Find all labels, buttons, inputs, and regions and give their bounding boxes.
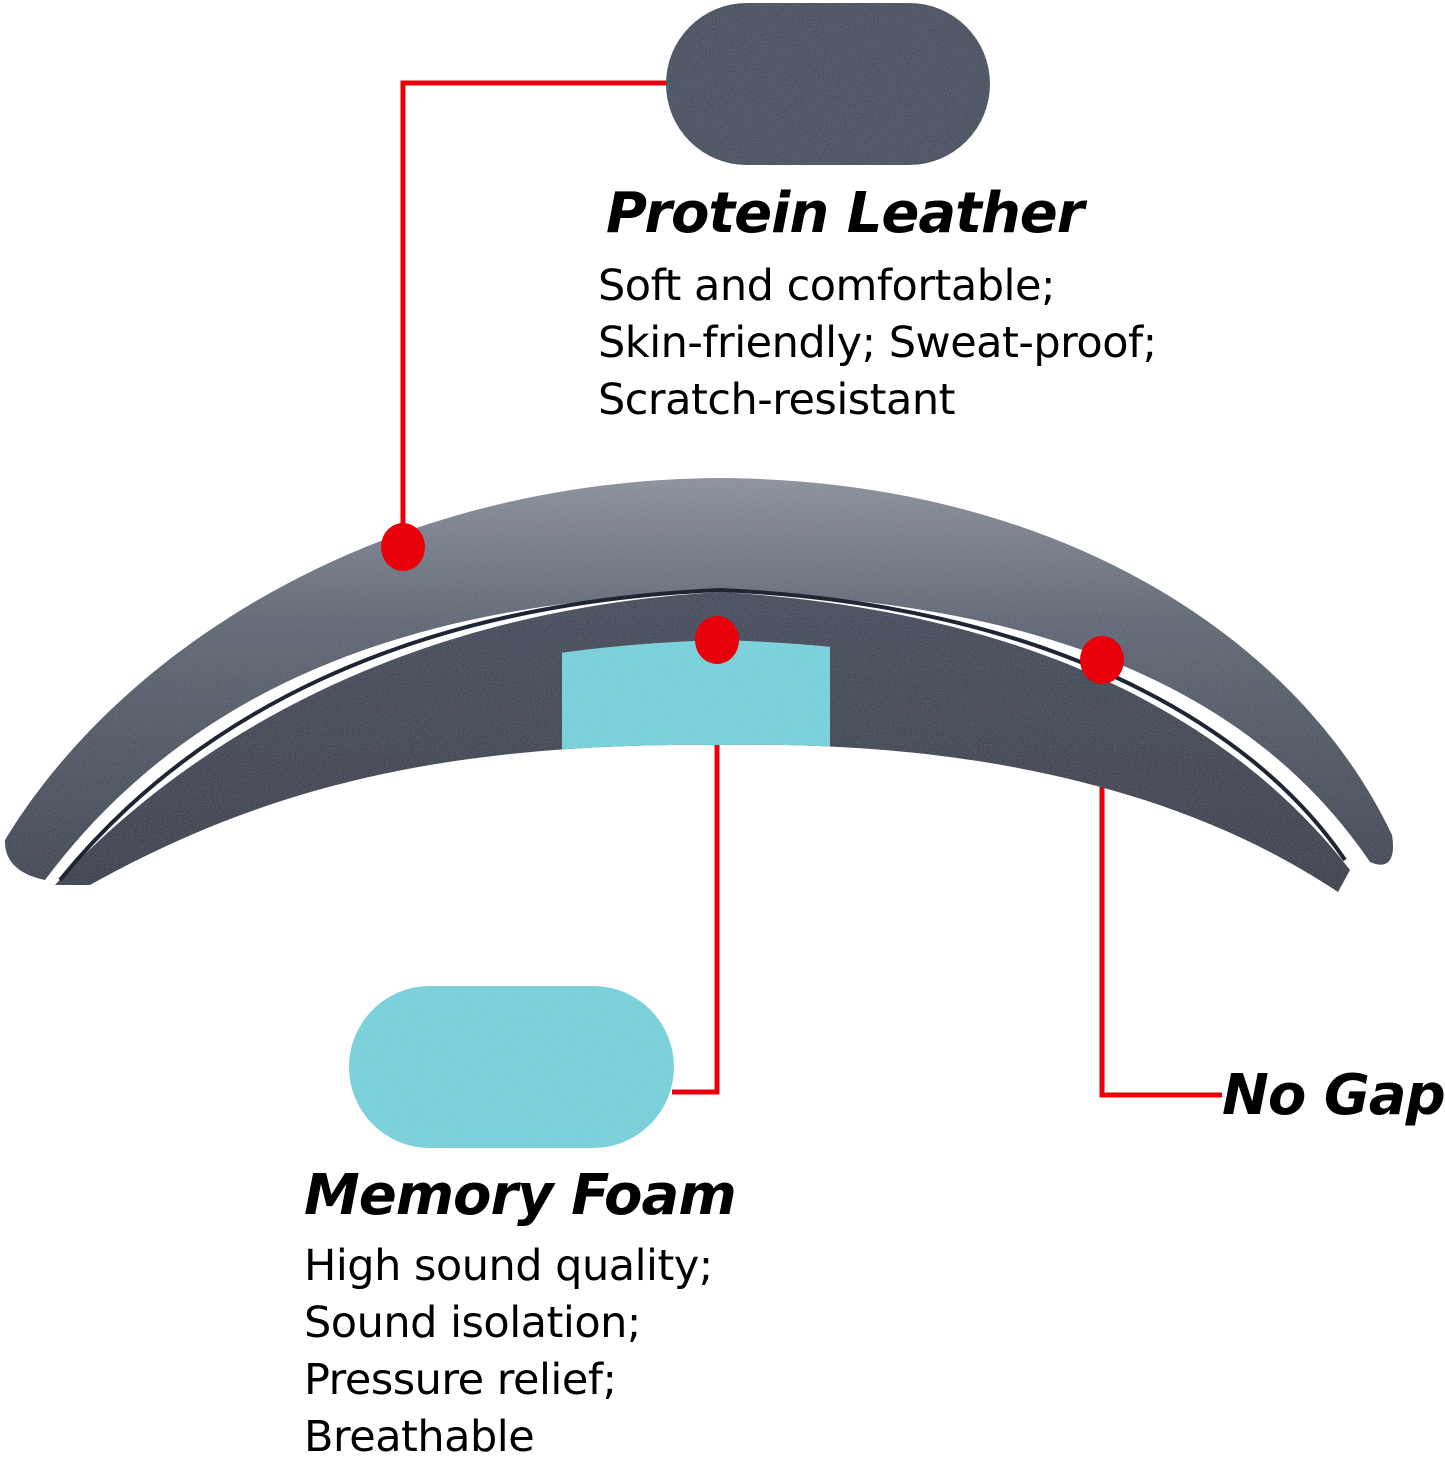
leather-feature: Scratch-resistant — [598, 375, 955, 425]
no-gap-title: No Gap — [1222, 1063, 1445, 1128]
foam-leader-line — [672, 640, 720, 1095]
leather-title: Protein Leather — [606, 181, 1084, 246]
foam-feature: Breathable — [304, 1412, 535, 1462]
leather-marker-dot — [381, 523, 425, 571]
leather-swatch — [666, 3, 990, 165]
foam-cutaway — [562, 640, 830, 760]
headband-seam — [58, 587, 1347, 882]
foam-title: Memory Foam — [304, 1163, 737, 1228]
foam-feature: Pressure relief; — [304, 1355, 617, 1405]
leather-feature: Skin-friendly; Sweat-proof; — [598, 318, 1157, 368]
leather-leader-line — [400, 80, 668, 546]
foam-feature: High sound quality; — [304, 1241, 713, 1291]
no-gap-marker-dot — [1080, 636, 1124, 684]
foam-swatch — [349, 986, 674, 1148]
leather-description: Soft and comfortable; Skin-friendly; Swe… — [598, 258, 1157, 429]
leader-lines — [400, 80, 1222, 1098]
leather-feature: Soft and comfortable; — [598, 261, 1055, 311]
foam-feature: Sound isolation; — [304, 1298, 641, 1348]
no-gap-leader-line — [1099, 660, 1222, 1098]
foam-description: High sound quality; Sound isolation; Pre… — [304, 1238, 713, 1466]
headband-outer-layer — [4, 478, 1394, 880]
foam-marker-dot — [695, 616, 739, 664]
